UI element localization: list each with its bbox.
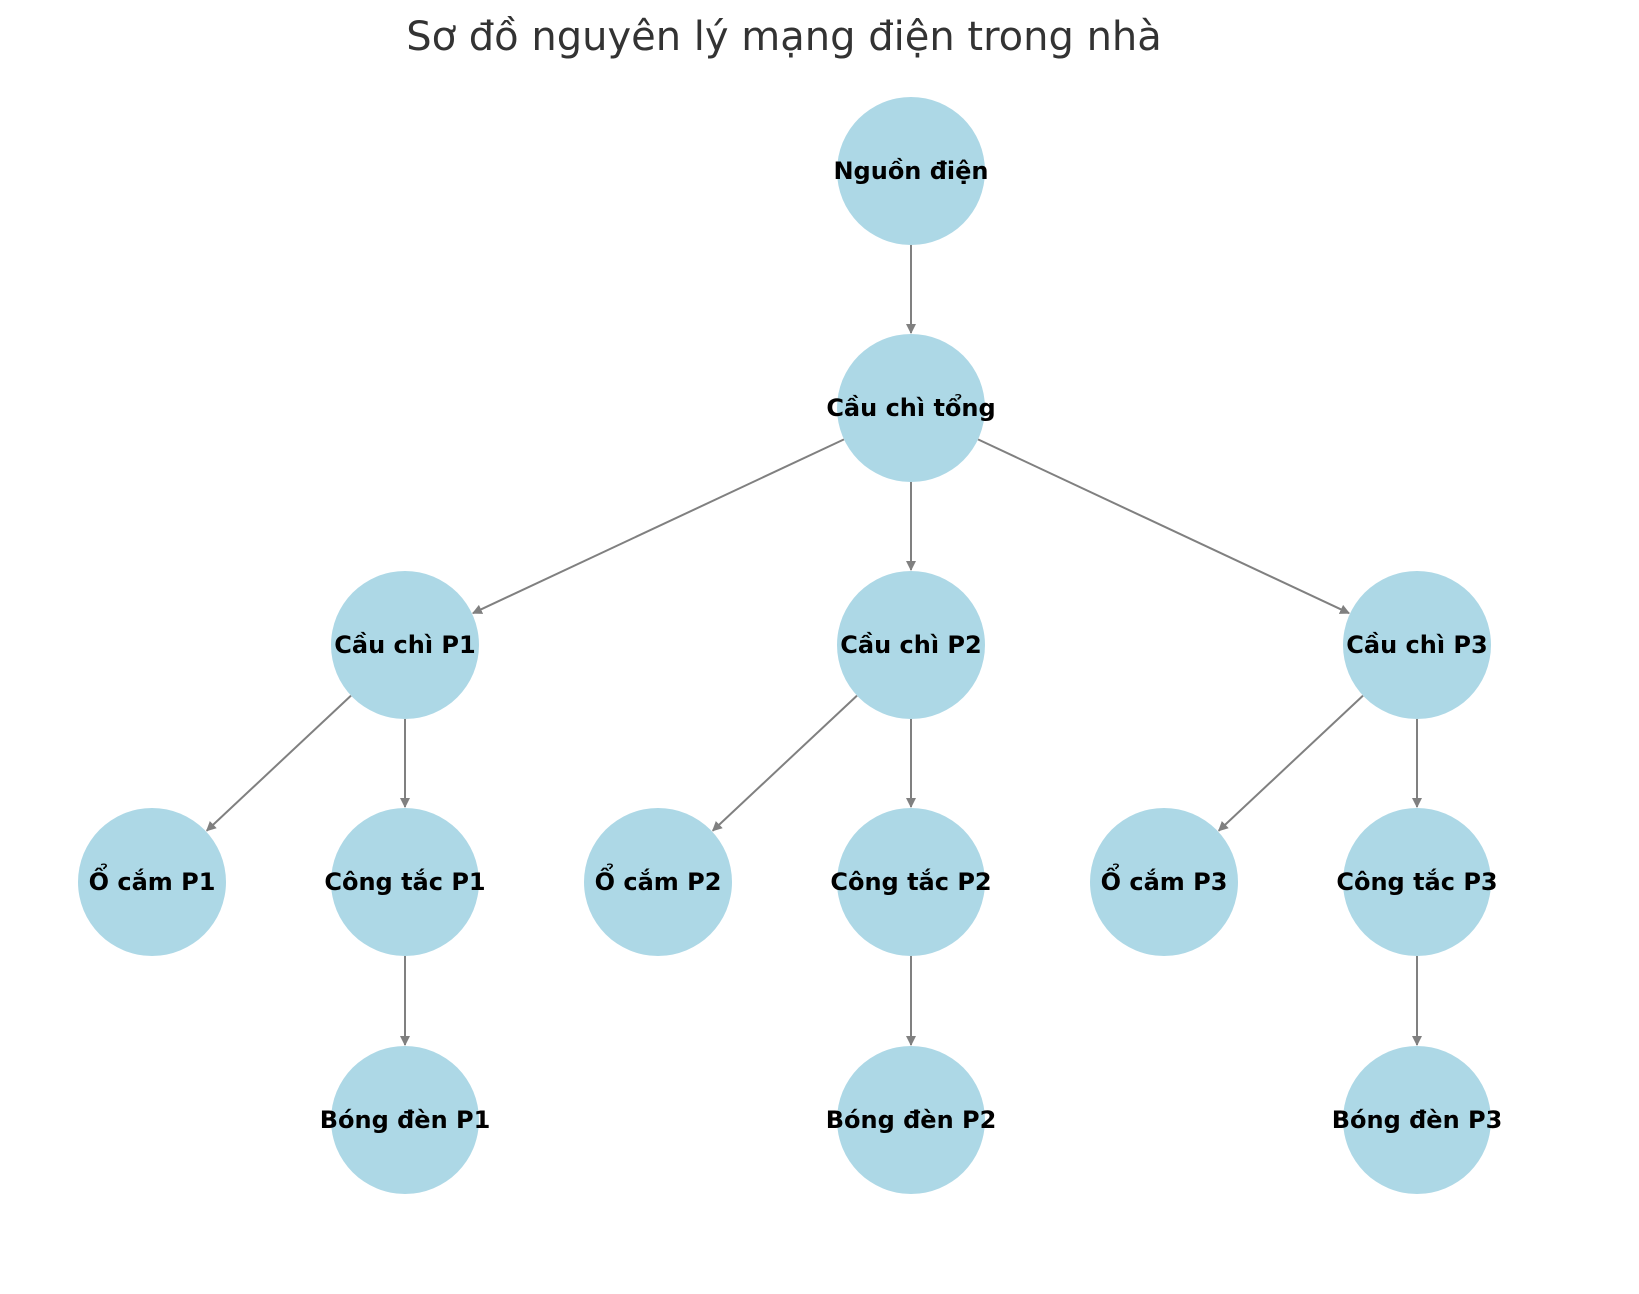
node-circle	[1343, 808, 1491, 956]
node-label: Bóng đèn P3	[1332, 1106, 1503, 1134]
node-label: Cầu chì tổng	[826, 392, 995, 422]
edge-fuse_p3-to-socket_p3	[1218, 694, 1364, 832]
node-socket_p1: Ổ cắm P1	[78, 808, 226, 956]
node-circle	[1090, 808, 1238, 956]
node-bulb_p2: Bóng đèn P2	[826, 1046, 997, 1194]
node-socket_p3: Ổ cắm P3	[1090, 808, 1238, 956]
node-label: Cầu chì P3	[1346, 631, 1487, 659]
node-switch_p2: Công tắc P2	[830, 808, 992, 956]
node-switch_p3: Công tắc P3	[1336, 808, 1498, 956]
node-label: Cầu chì P2	[840, 631, 981, 659]
node-circle	[331, 571, 479, 719]
node-label: Nguồn điện	[833, 157, 988, 185]
node-label: Bóng đèn P1	[320, 1106, 491, 1134]
node-source: Nguồn điện	[833, 97, 989, 245]
node-circle	[837, 97, 985, 245]
node-circle	[837, 808, 985, 956]
node-bulb_p1: Bóng đèn P1	[320, 1046, 491, 1194]
edge-main_fuse-to-fuse_p3	[977, 438, 1350, 615]
node-fuse_p3: Cầu chì P3	[1343, 571, 1491, 719]
node-circle	[1343, 1046, 1491, 1194]
node-fuse_p2: Cầu chì P2	[837, 571, 985, 719]
diagram-title: Sơ đồ nguyên lý mạng điện trong nhà	[406, 14, 1162, 60]
node-circle	[1343, 571, 1491, 719]
node-label: Công tắc P2	[830, 867, 991, 896]
node-circle	[78, 808, 226, 956]
node-circle	[837, 1046, 985, 1194]
node-switch_p1: Công tắc P1	[324, 808, 486, 956]
node-label: Cầu chì P1	[334, 631, 475, 659]
node-label: Công tắc P1	[324, 867, 485, 896]
node-main_fuse: Cầu chì tổng	[826, 334, 996, 482]
node-label: Công tắc P3	[1336, 867, 1497, 896]
node-circle	[837, 334, 985, 482]
edge-fuse_p1-to-socket_p1	[206, 694, 352, 832]
edge-main_fuse-to-fuse_p1	[472, 438, 845, 615]
node-socket_p2: Ổ cắm P2	[584, 808, 732, 956]
node-circle	[331, 808, 479, 956]
node-circle	[584, 808, 732, 956]
node-label: Bóng đèn P2	[826, 1106, 997, 1134]
edge-fuse_p2-to-socket_p2	[712, 694, 858, 832]
node-fuse_p1: Cầu chì P1	[331, 571, 479, 719]
node-bulb_p3: Bóng đèn P3	[1332, 1046, 1503, 1194]
node-circle	[837, 571, 985, 719]
node-circle	[331, 1046, 479, 1194]
